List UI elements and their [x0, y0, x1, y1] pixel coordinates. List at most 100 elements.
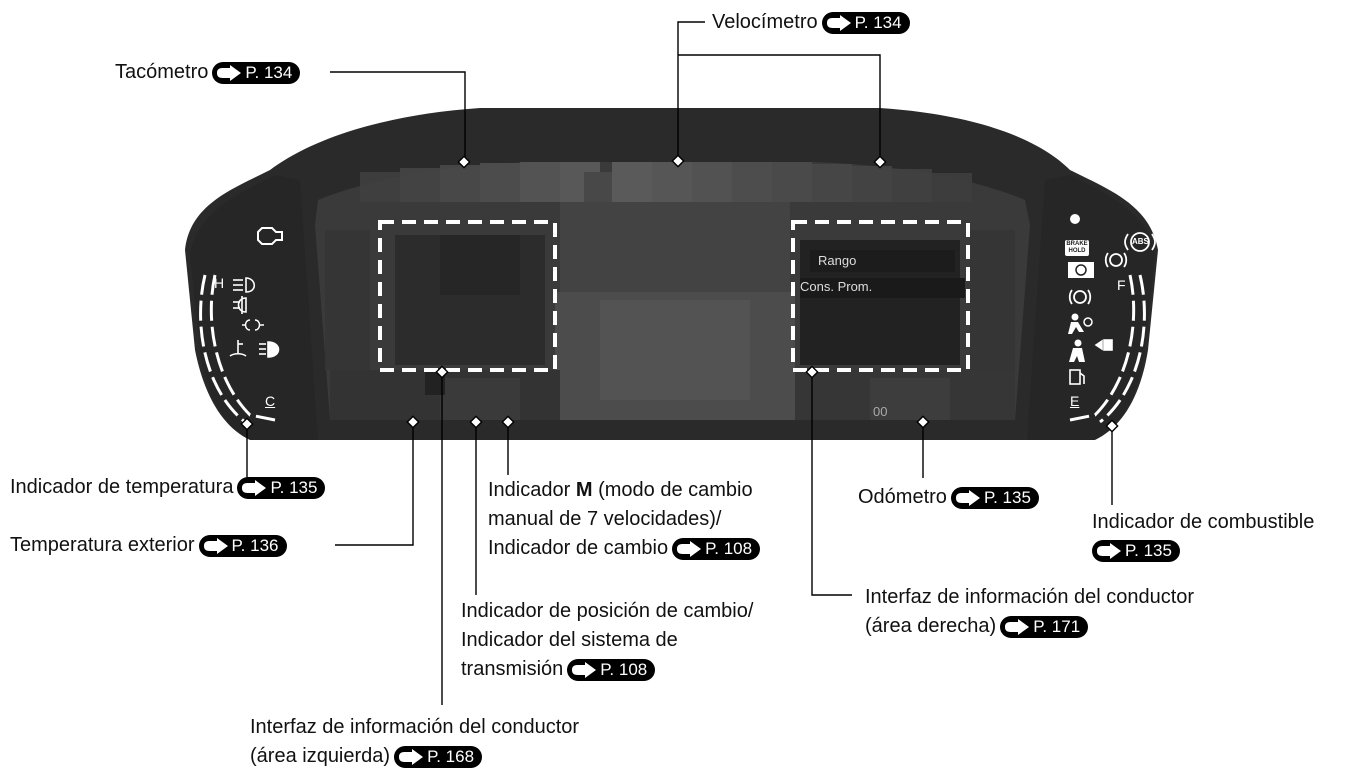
- high-temp-icon: [229, 340, 247, 357]
- tpms-icon: [1068, 289, 1092, 305]
- dii-left-line1: Interfaz de información del conductor: [250, 716, 580, 738]
- dii-left-line2-text: (área izquierda): [250, 745, 391, 767]
- outside-temp-ref-text: P. 136: [231, 535, 279, 555]
- odometer-ref-text: P. 135: [983, 487, 1031, 507]
- low-fuel-icon: [1069, 369, 1085, 385]
- dii-right-line2: (área derecha) P. 171: [865, 612, 1194, 641]
- indicator-dot-icon: [1070, 214, 1080, 224]
- odometer-text: Odómetro: [858, 486, 947, 508]
- m-indicator-line2: manual de 7 velocidades)/: [488, 508, 722, 530]
- speedometer-page-ref[interactable]: P. 134: [821, 11, 910, 34]
- m-indicator-label: Indicador M (modo de cambio manual de 7 …: [488, 476, 761, 563]
- brake-hold-text: BRAKE HOLD: [1066, 241, 1088, 255]
- arrow-right-icon: [217, 64, 242, 81]
- m-indicator-page-ref[interactable]: P. 108: [672, 537, 761, 560]
- fuel-empty-letter: E: [1070, 393, 1080, 409]
- odometer-label: Odómetro P. 135: [858, 485, 1039, 509]
- fuel-full-letter: F: [1117, 277, 1126, 293]
- arrow-right-icon: [677, 540, 702, 557]
- dii-right-label: Interfaz de información del conductor (á…: [865, 583, 1194, 641]
- airbag-icon: [1068, 313, 1093, 334]
- tachometer-page-ref[interactable]: P. 134: [212, 61, 301, 84]
- shift-position-label: Indicador de posición de cambio/ Indicad…: [461, 597, 753, 684]
- odometer-page-ref[interactable]: P. 135: [950, 486, 1039, 509]
- left-dii-box: [378, 220, 557, 372]
- dii-right-ref-text: P. 171: [1033, 616, 1081, 636]
- left-side-panel: [190, 175, 318, 440]
- right-dii-box: [791, 220, 970, 372]
- callout-lines: [246, 21, 1113, 705]
- outside-temp-label: Temperatura exterior P. 136: [10, 533, 287, 557]
- tachometer-ref-text: P. 134: [245, 62, 293, 82]
- fuel-gauge-arc-inner: [1069, 274, 1136, 422]
- shift-position-line3: transmisión P. 108: [461, 655, 753, 684]
- brake-hold-line1: BRAKE: [1066, 241, 1088, 247]
- dii-left-ref-text: P. 168: [427, 746, 475, 766]
- dii-right-line1: Interfaz de información del conductor: [865, 586, 1195, 608]
- m-indicator-line1-rest: (modo de cambio: [592, 479, 753, 501]
- fuel-gauge-ref-row: P. 135: [1092, 536, 1314, 564]
- temp-gauge-arc-inner: [209, 274, 276, 422]
- fuel-gauge-label: Indicador de combustible P. 135: [1092, 508, 1314, 564]
- dii-left-label: Interfaz de información del conductor (á…: [250, 713, 579, 770]
- fuel-gauge-arc-outer: [1099, 274, 1146, 424]
- abs-text: ABS: [1132, 237, 1149, 246]
- m-indicator-line1: Indicador M (modo de cambio: [488, 476, 760, 505]
- temperature-gauge-label: Indicador de temperatura P. 135: [10, 475, 326, 499]
- fuel-gauge-page-ref[interactable]: P. 135: [1092, 539, 1180, 562]
- fuel-gauge-text: Indicador de combustible: [1092, 511, 1315, 533]
- brake-hold-icon: [1065, 240, 1089, 256]
- brake-warning-icon: [1104, 252, 1128, 268]
- seatbelt-icon: [1069, 339, 1085, 362]
- fuel-door-side-icon: [1094, 339, 1113, 351]
- outside-temp-page-ref[interactable]: P. 136: [198, 534, 287, 557]
- callout-markers: [240, 154, 1119, 433]
- shift-position-ref-text: P. 108: [600, 659, 648, 679]
- fuel-gauge-ref-text: P. 135: [1125, 540, 1172, 560]
- shift-position-line3-text: transmisión: [461, 658, 564, 680]
- shift-position-line2: Indicador del sistema de: [461, 629, 678, 651]
- engine-check-icon: [257, 227, 283, 245]
- m-indicator-line3: Indicador de cambio P. 108: [488, 534, 761, 563]
- outside-temp-text: Temperatura exterior: [10, 534, 195, 556]
- dii-left-line2: (área izquierda) P. 168: [250, 742, 579, 770]
- parking-light-icon: [242, 319, 264, 331]
- dii-right-line2-text: (área derecha): [865, 615, 997, 637]
- speedometer-label: Velocímetro P. 134: [712, 10, 910, 34]
- m-indicator-ref-text: P. 108: [705, 538, 753, 558]
- fog-light-icon: [233, 296, 247, 314]
- shift-position-line1: Indicador de posición de cambio/: [461, 600, 754, 622]
- arrow-right-icon: [955, 489, 980, 506]
- arrow-right-icon: [1097, 542, 1121, 559]
- odometer-value: 00: [873, 404, 888, 419]
- temp-hot-letter: H: [214, 275, 225, 291]
- m-indicator-pre: Indicador: [488, 479, 576, 501]
- temperature-gauge-text: Indicador de temperatura: [10, 476, 234, 498]
- display-mosaic: [325, 162, 1015, 420]
- temperature-gauge-ref-text: P. 135: [270, 477, 318, 497]
- headlight-auto-icon: [233, 277, 256, 293]
- temperature-gauge-page-ref[interactable]: P. 135: [237, 476, 326, 499]
- dii-right-page-ref[interactable]: P. 171: [1000, 615, 1089, 638]
- m-indicator-line3-text: Indicador de cambio: [488, 537, 669, 559]
- arrow-right-icon: [203, 537, 228, 554]
- right-side-panel: [1027, 175, 1155, 440]
- speedometer-ref-text: P. 134: [854, 12, 902, 32]
- brake-hold-line2: HOLD: [1068, 248, 1086, 254]
- m-indicator-bold: M: [575, 479, 593, 501]
- auto-idle-stop-icon: [1068, 262, 1094, 278]
- dii-left-page-ref[interactable]: P. 168: [394, 745, 483, 768]
- arrow-right-icon: [242, 479, 267, 496]
- arrow-right-icon: [572, 661, 597, 678]
- tachometer-label: Tacómetro P. 134: [115, 60, 301, 84]
- temp-cold-letter: C: [265, 393, 276, 409]
- abs-icon: [1124, 232, 1156, 252]
- temp-gauge-arc-outer: [199, 274, 246, 424]
- speedometer-text: Velocímetro: [712, 11, 818, 33]
- range-label: Rango: [818, 253, 857, 268]
- tachometer-text: Tacómetro: [115, 61, 209, 83]
- shift-position-page-ref[interactable]: P. 108: [567, 658, 656, 681]
- arrow-right-icon: [826, 14, 851, 31]
